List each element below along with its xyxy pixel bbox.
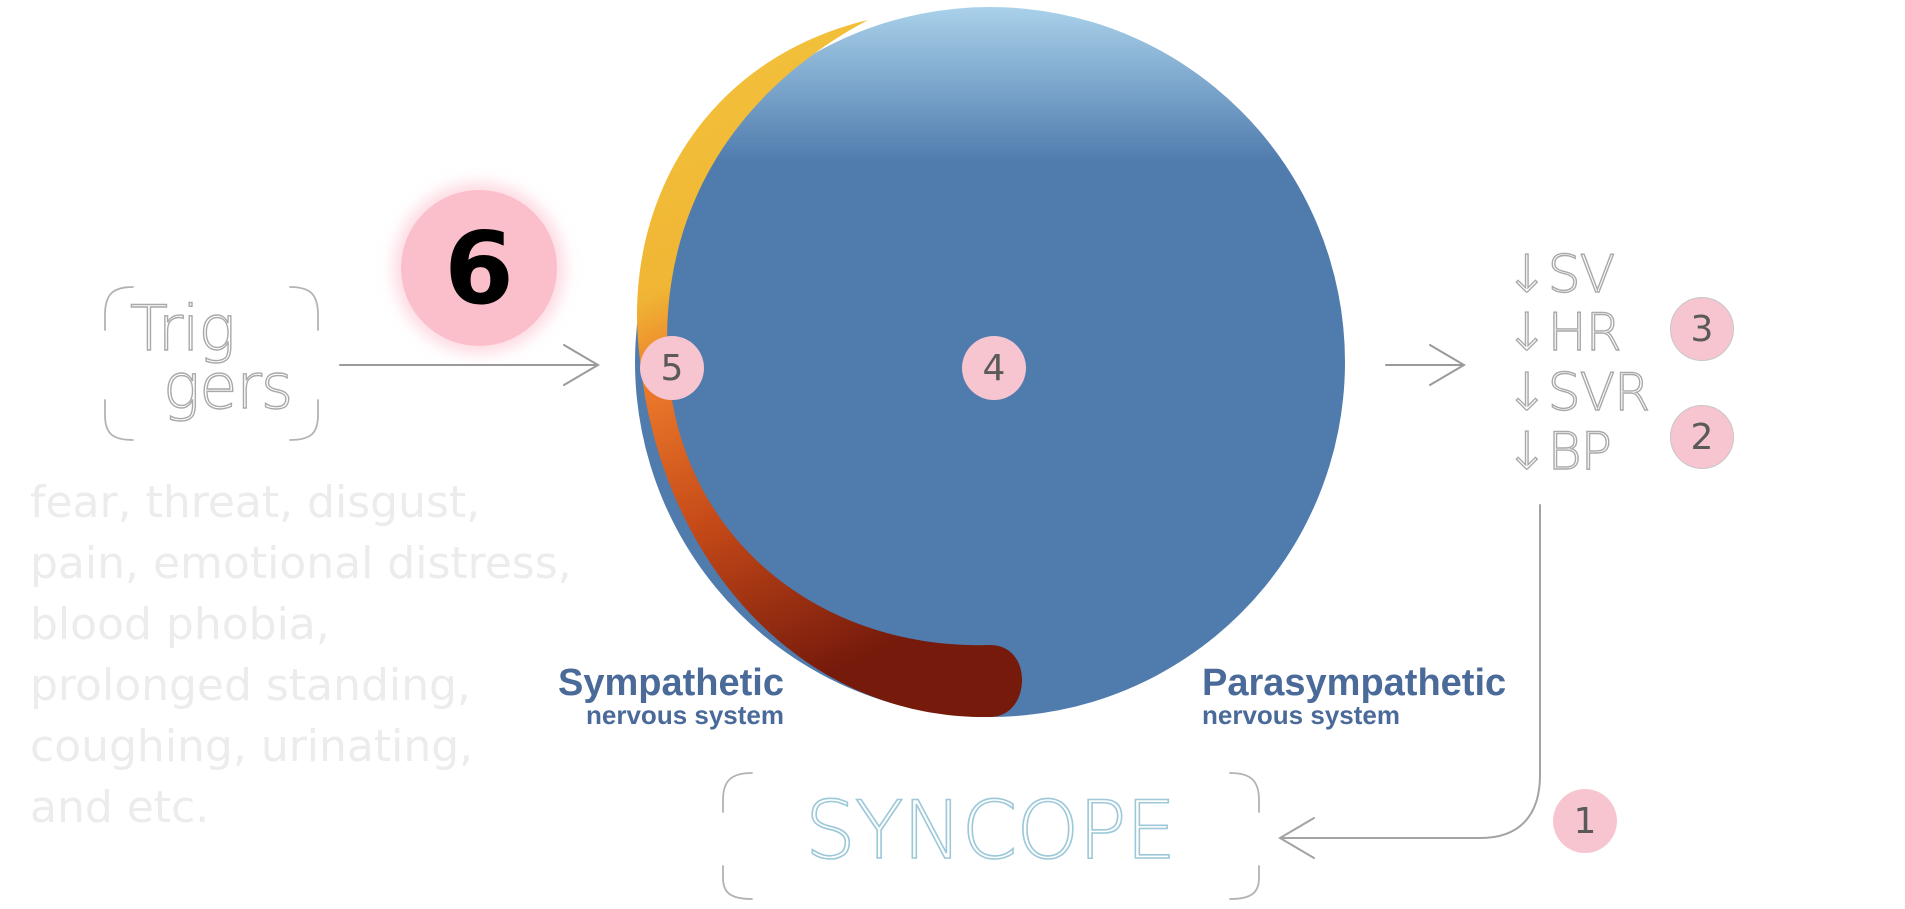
triggers-bracket (104, 286, 319, 441)
parasympathetic-sub: nervous system (1202, 700, 1400, 730)
arrow-effects-to-syncope (1278, 504, 1541, 859)
triggers-title-line1: Trig (129, 292, 236, 365)
trigger-example: blood phobia, (30, 599, 330, 650)
step-badge-4: 4 (962, 336, 1026, 400)
trigger-example: prolonged standing, (30, 660, 471, 711)
syncope-bracket (722, 772, 1260, 900)
effect-bp: ↓BP (1504, 421, 1612, 482)
parasympathetic-label: Parasympathetic nervous system (1202, 664, 1522, 728)
step-badge-2: 2 (1670, 405, 1734, 469)
trigger-example: fear, threat, disgust, (30, 477, 481, 528)
step-badge-3: 3 (1670, 297, 1734, 361)
sympathetic-name: Sympathetic (558, 662, 784, 704)
trigger-examples-list: fear, threat, disgust, pain, emotional d… (30, 472, 630, 838)
arrow-triggers-to-sympathetic (339, 344, 600, 386)
effect-sv: ↓SV (1504, 244, 1616, 305)
parasympathetic-name: Parasympathetic (1202, 662, 1507, 704)
syncope-outcome: SYNCOPE (804, 784, 1177, 877)
step-badge-1: 1 (1553, 789, 1617, 853)
effect-svr: ↓SVR (1504, 362, 1651, 423)
triggers-title-line2: gers (162, 350, 294, 423)
trigger-example: coughing, urinating, (30, 721, 474, 772)
trigger-example: pain, emotional distress, (30, 538, 572, 589)
effect-hr: ↓HR (1504, 302, 1622, 363)
arrow-to-effects (1385, 344, 1466, 386)
step-badge-6: 6 (401, 190, 557, 346)
trigger-example: and etc. (30, 782, 210, 833)
sympathetic-arc (636, 20, 1022, 718)
sympathetic-label: Sympathetic nervous system (552, 664, 784, 728)
sympathetic-sub: nervous system (586, 700, 784, 730)
step-badge-5: 5 (640, 336, 704, 400)
